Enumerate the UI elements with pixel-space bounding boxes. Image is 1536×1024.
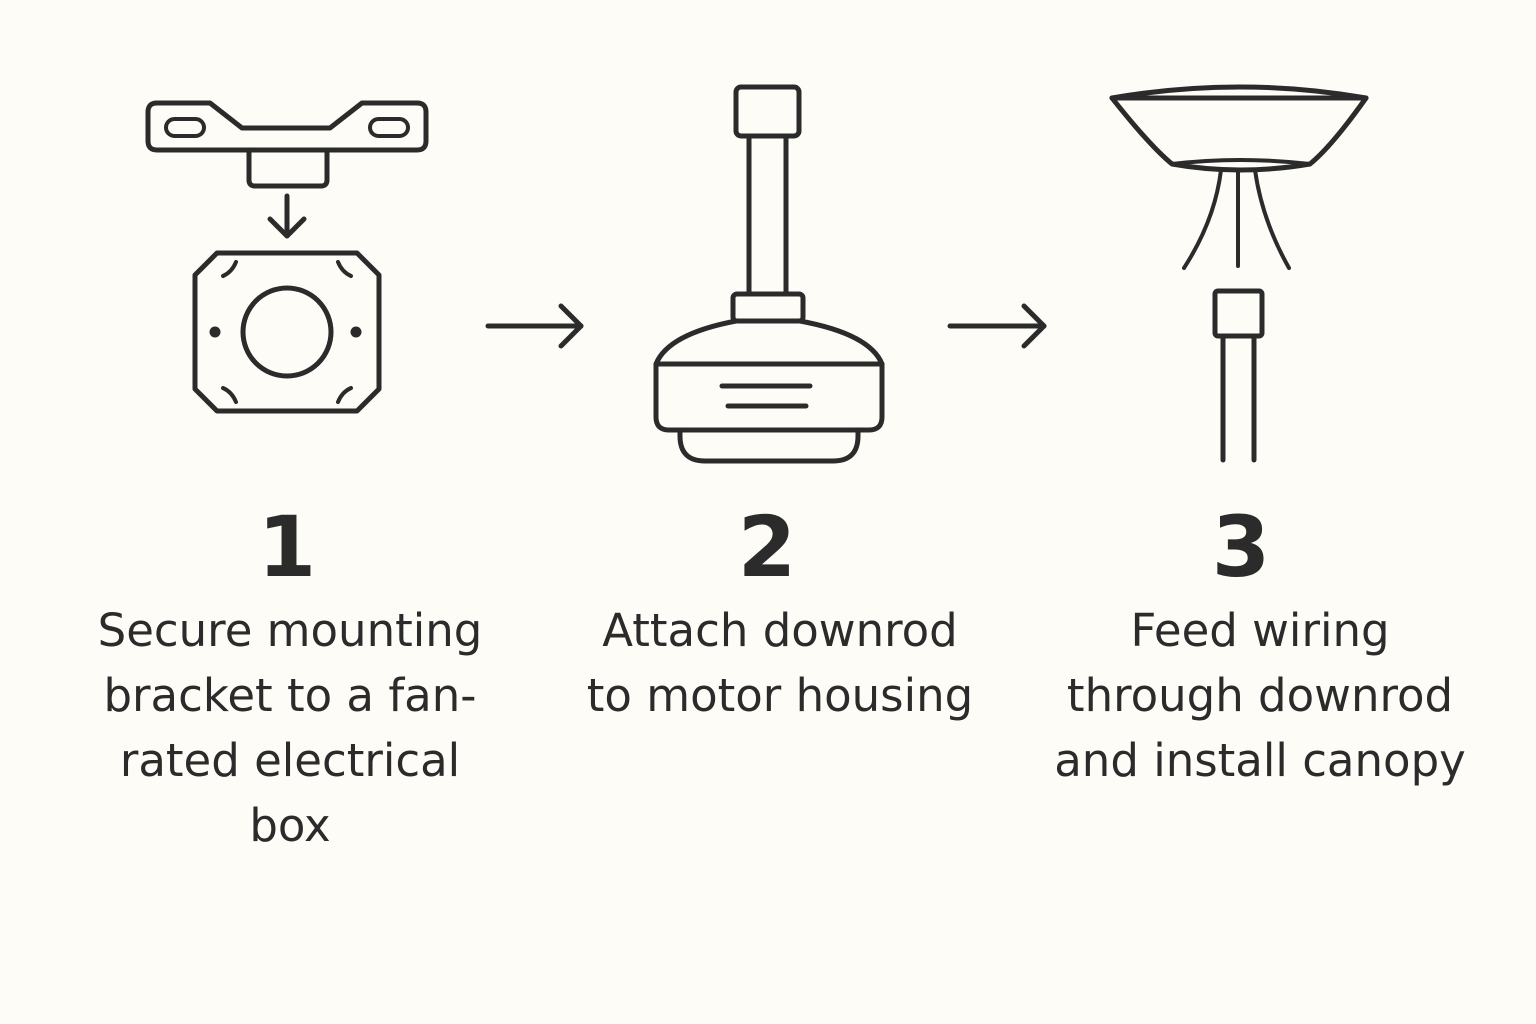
down-arrow-icon	[267, 193, 307, 239]
wiring-icon	[1182, 168, 1291, 270]
downrod-motor-housing-icon	[653, 84, 885, 464]
caption-line: and install canopy	[1054, 734, 1466, 787]
caption-line: bracket to a fan-	[103, 669, 477, 722]
step-number-2: 2	[737, 498, 797, 596]
step-number-3: 3	[1211, 498, 1271, 596]
mounting-bracket-electrical-box-icon	[145, 100, 429, 414]
caption-line: rated electrical	[119, 734, 461, 787]
step-number-1: 1	[257, 498, 317, 596]
caption-line: through downrod	[1066, 669, 1454, 722]
electrical-box-icon	[192, 250, 382, 414]
caption-line: Attach downrod	[602, 604, 958, 657]
step-caption-1: Secure mounting bracket to a fan- rated …	[60, 598, 520, 858]
caption-line: Secure mounting	[97, 604, 483, 657]
mounting-bracket-icon	[145, 100, 429, 189]
canopy-wiring-downrod-icon	[1109, 84, 1369, 463]
caption-line: box	[249, 799, 331, 852]
right-arrow-icon	[947, 303, 1047, 349]
caption-line: to motor housing	[586, 669, 974, 722]
downrod-icon	[1212, 288, 1265, 463]
canopy-icon	[1109, 84, 1369, 173]
step-caption-2: Attach downrod to motor housing	[550, 598, 1010, 728]
right-arrow-icon	[485, 303, 584, 349]
step-caption-3: Feed wiring through downrod and install …	[1020, 598, 1500, 793]
caption-line: Feed wiring	[1130, 604, 1390, 657]
